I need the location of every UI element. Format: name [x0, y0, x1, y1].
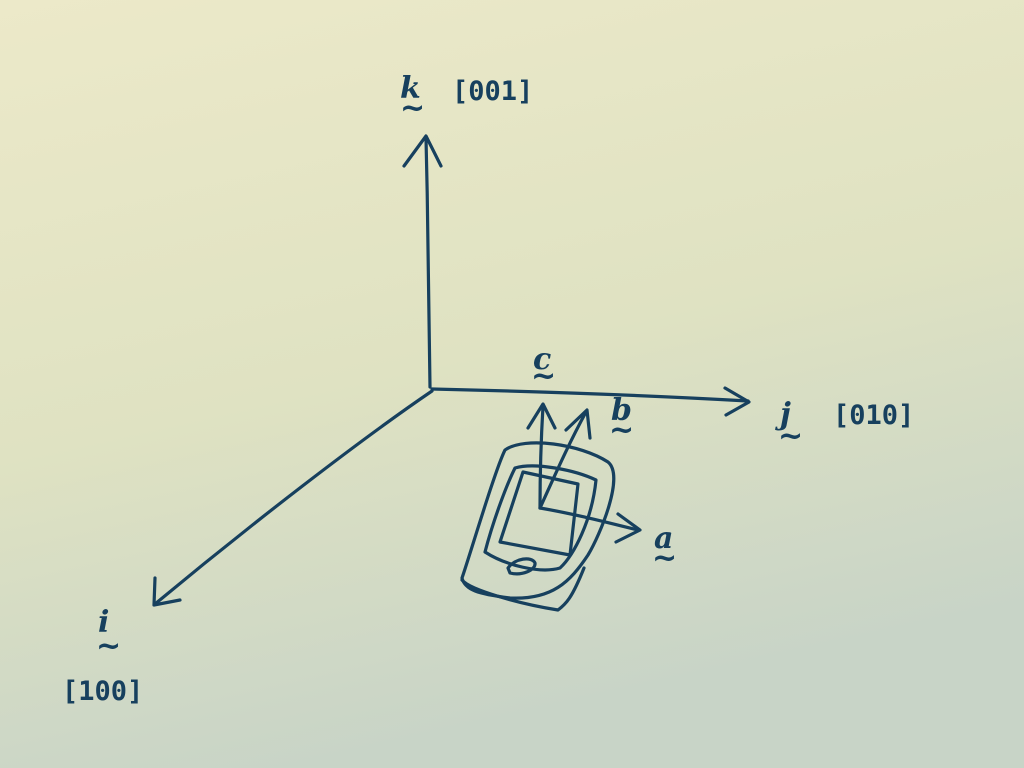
axis-j: [430, 386, 751, 417]
label-vector-c: c ~: [531, 342, 556, 394]
label-a-symbol: a: [654, 521, 673, 556]
label-c-tilde: ~: [531, 359, 556, 394]
label-b-symbol: b: [611, 393, 632, 428]
label-a-tilde: ~: [652, 541, 677, 576]
label-vector-a: a ~: [652, 521, 677, 576]
vector-a-arrowhead: [614, 512, 642, 544]
label-i-axis: i ~ [100]: [62, 605, 143, 707]
vector-a: [538, 506, 642, 544]
device-screen: [498, 470, 580, 557]
label-b-tilde: ~: [609, 413, 634, 448]
label-k-direction: [001]: [452, 76, 533, 107]
axis-j-arrowhead: [723, 386, 751, 417]
vector-c: [526, 402, 557, 510]
axis-k: [402, 134, 443, 389]
device-bezel: [483, 464, 598, 572]
vector-a-line: [538, 506, 640, 532]
label-i-direction: [100]: [62, 676, 143, 707]
axis-i-line: [153, 389, 434, 606]
label-j-direction: [010]: [833, 400, 914, 431]
label-vector-b: b ~: [609, 393, 634, 448]
label-i-tilde: ~: [96, 629, 121, 664]
label-k-axis: k ~ [001]: [400, 71, 533, 126]
label-j-axis: j ~ [010]: [775, 397, 914, 454]
label-c-symbol: c: [533, 342, 551, 377]
vector-c-arrowhead: [526, 402, 557, 430]
axis-i-arrowhead: [152, 576, 182, 607]
axis-k-arrowhead: [402, 134, 443, 168]
device-outer-body: [460, 441, 616, 600]
label-j-tilde: ~: [778, 419, 803, 454]
axis-k-line: [424, 136, 432, 389]
label-k-tilde: ~: [400, 91, 425, 126]
vector-b-line: [538, 410, 588, 510]
axis-j-line: [430, 387, 750, 403]
device-sketch: [460, 441, 616, 612]
vector-b: [538, 408, 592, 510]
device-bottom-edge: [460, 566, 586, 612]
device-home-button: [506, 557, 537, 576]
label-i-symbol: i: [98, 605, 109, 640]
axis-i: [152, 389, 434, 607]
vector-b-arrowhead: [564, 408, 592, 440]
label-k-symbol: k: [400, 71, 421, 106]
vector-c-line: [538, 404, 545, 510]
